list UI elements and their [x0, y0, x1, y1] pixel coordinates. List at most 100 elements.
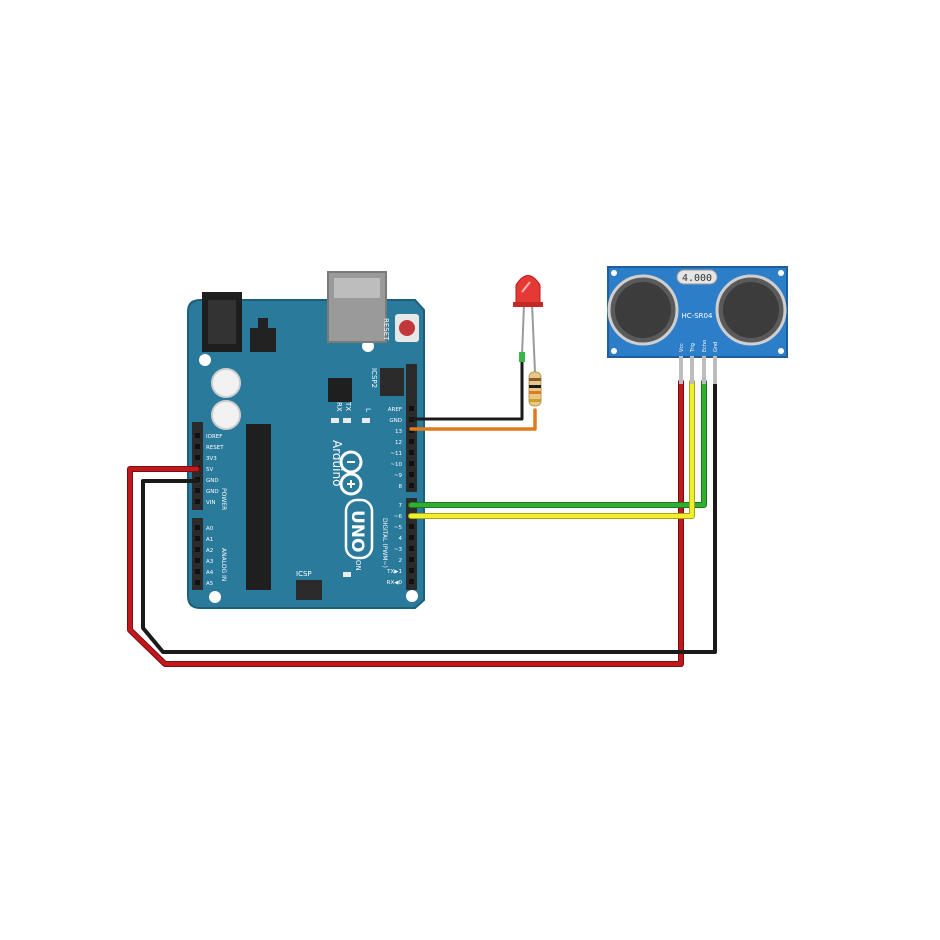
header-pin-socket: [195, 569, 200, 574]
crystal-oscillator: [676, 269, 718, 285]
sensor-pin-label-trig: Trig: [690, 343, 696, 353]
mounting-hole: [199, 354, 211, 366]
sensor-pin: [690, 356, 694, 384]
header-pin-socket: [195, 525, 200, 530]
wire-echo-yellow-core: [409, 380, 694, 518]
red-led-icon: [513, 275, 543, 373]
dc-power-jack-body: [208, 300, 236, 344]
sensor-hole: [611, 270, 617, 276]
header-pin-socket: [409, 439, 414, 444]
wire-trig-green-core: [409, 380, 706, 507]
analog-header: [192, 518, 203, 590]
reset-button-cap[interactable]: [399, 320, 415, 336]
digital-pin-label-2: 2: [399, 558, 403, 564]
header-pin-socket: [409, 535, 414, 540]
header-pin-socket: [195, 433, 200, 438]
led-rim: [513, 302, 543, 307]
wire-pin13-orange: [409, 408, 537, 431]
wire-led-gnd-black: [409, 360, 524, 421]
wire-5v-red-core: [128, 380, 683, 666]
power-pin-label-ioref: IOREF: [206, 434, 222, 440]
header-pin-socket: [409, 579, 414, 584]
voltage-regulator: [250, 328, 276, 352]
l-label: L: [364, 408, 372, 412]
icsp-header: [296, 580, 322, 600]
atmega-chip: [246, 424, 271, 590]
digital-pin-label-10: ~10: [390, 462, 402, 468]
power-pin-label-reset: RESET: [206, 445, 224, 451]
sensor-hole: [778, 348, 784, 354]
analog-pin-label-a0: A0: [206, 526, 214, 532]
header-pin-socket: [195, 499, 200, 504]
power-pin-label-gnd: GND: [206, 478, 219, 484]
sensor-pin-label-echo: Echo: [702, 340, 708, 352]
digital-pin-label-9: ~9: [394, 473, 403, 479]
rx-led: [343, 418, 351, 423]
mounting-hole: [406, 590, 418, 602]
header-pin-socket: [195, 547, 200, 552]
usb-chip: [328, 378, 352, 402]
header-pin-socket: [409, 472, 414, 477]
power-pin-label-gnd: GND: [206, 489, 219, 495]
header-pin-socket: [195, 488, 200, 493]
sensor-pin: [679, 356, 683, 384]
digital-pin-label-6: ~6: [394, 514, 403, 520]
capacitor: [211, 368, 241, 398]
arduino-infinity-logo: [339, 450, 363, 496]
sensor-hole: [778, 270, 784, 276]
tx-led: [331, 418, 339, 423]
digital-pin-label-7: 7: [399, 503, 403, 509]
digital-pin-label-rx0: RX◀0: [387, 580, 403, 586]
usb-connector-face: [334, 278, 380, 298]
sensor-pin: [702, 356, 706, 384]
icsp-label: ICSP: [296, 570, 312, 578]
digital-pin-label-12: 12: [395, 440, 402, 446]
rx-label: RX: [335, 402, 343, 412]
header-pin-socket: [195, 444, 200, 449]
header-pin-socket: [409, 450, 414, 455]
header-pin-socket: [195, 536, 200, 541]
analog-section-label: ANALOG IN: [220, 548, 227, 581]
digital-pin-label-5: ~5: [394, 525, 403, 531]
reset-label: RESET: [382, 318, 390, 341]
digital-pin-label-tx1: TX▶1: [386, 569, 402, 575]
sensor-model-label: HC-SR04: [682, 312, 713, 320]
wires: [127, 360, 717, 667]
power-pin-label-vin: VIN: [206, 500, 216, 506]
power-section-label: POWER: [220, 488, 227, 510]
sensor-pin-label-gnd: Gnd: [713, 342, 719, 352]
header-pin-socket: [195, 580, 200, 585]
header-pin-socket: [409, 461, 414, 466]
uno-model-text: UNO: [347, 510, 367, 552]
voltage-regulator-tab: [258, 318, 268, 328]
digital-section-label: DIGITAL (PWM~): [381, 518, 388, 568]
analog-pin-label-a3: A3: [206, 559, 214, 565]
arduino-uno-board-icon: RESET ICSP2 TX RX L ON Arduino UNO ICSP: [187, 271, 425, 609]
led-body: [515, 275, 541, 305]
led-highlight: [521, 281, 531, 293]
icsp2-header: [380, 368, 404, 396]
digital-pin-label-3: ~3: [394, 547, 403, 553]
receiver-mesh: [723, 282, 779, 338]
mounting-hole: [209, 591, 221, 603]
digital-pin-label-13: 13: [395, 429, 402, 435]
on-label: ON: [354, 560, 362, 571]
power-pin-label-5v: 5V: [206, 467, 213, 473]
header-pin-socket: [409, 483, 414, 488]
capacitor: [211, 400, 241, 430]
digital-header-bottom: [406, 498, 417, 590]
arduino-logo-text: Arduino: [330, 440, 344, 486]
sensor-hole: [611, 348, 617, 354]
header-pin-socket: [195, 455, 200, 460]
header-pin-socket: [409, 546, 414, 551]
header-pin-socket: [409, 557, 414, 562]
header-pin-socket: [409, 524, 414, 529]
header-pin-socket: [195, 558, 200, 563]
uno-badge: [344, 498, 374, 560]
header-pin-socket: [409, 568, 414, 573]
digital-pin-label-8: 8: [399, 484, 403, 490]
crystal-label: 4.000: [682, 273, 712, 284]
wire-echo-yellow: [408, 379, 695, 519]
